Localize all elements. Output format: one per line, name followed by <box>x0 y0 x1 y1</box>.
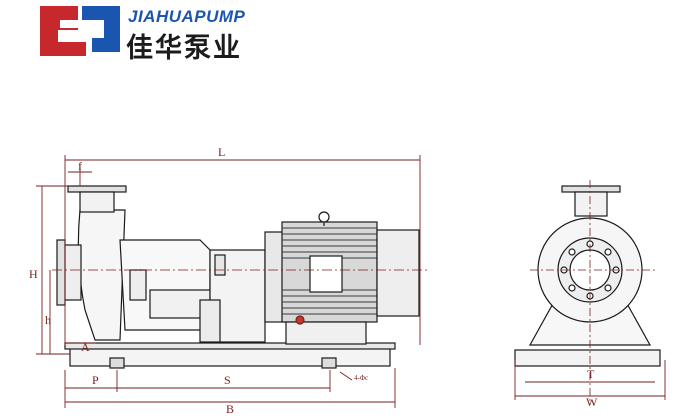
dim-label-P: P <box>92 373 99 387</box>
dim-label-A: A <box>81 340 90 354</box>
dim-label-L: L <box>218 145 225 159</box>
dim-label-h: h <box>45 313 51 327</box>
dim-label-bolt: 4-Φc <box>354 374 368 382</box>
dim-label-S: S <box>224 373 231 387</box>
brand-name-en: JIAHUAPUMP <box>128 7 246 26</box>
dim-label-B: B <box>226 402 234 416</box>
end-view-dimensions <box>514 360 666 400</box>
side-view <box>52 185 430 369</box>
dim-label-W: W <box>586 395 598 409</box>
dim-label-H: H <box>29 267 38 281</box>
dim-label-f: f <box>78 159 82 173</box>
brand-name-zh: 佳华泵业 <box>126 33 242 64</box>
end-view <box>514 180 661 405</box>
dim-label-T: T <box>587 367 595 381</box>
side-view-dimensions <box>36 155 421 408</box>
brand-logo-mark <box>40 6 120 56</box>
